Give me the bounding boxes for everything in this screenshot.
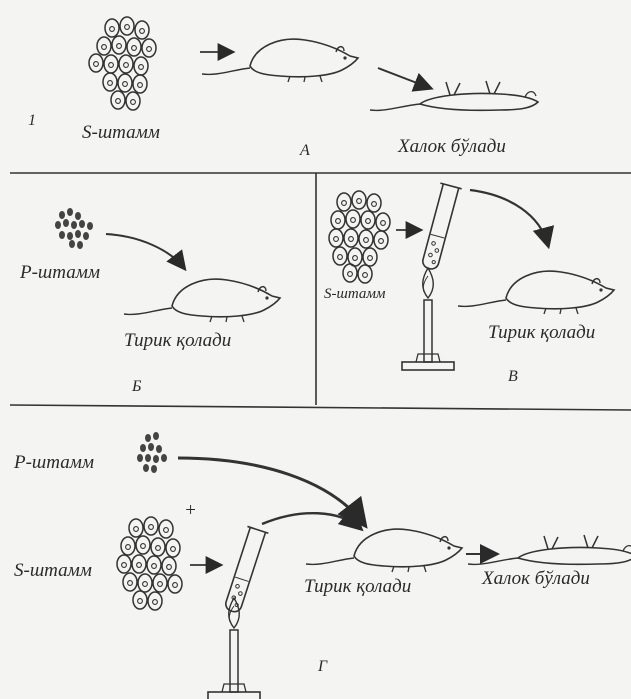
panel-d-letter: Г <box>318 658 327 676</box>
panel-c-s-strain-cells <box>329 191 390 283</box>
panel-c-result-label: Тирик қолади <box>488 322 595 344</box>
panel-d-tube-icon <box>221 526 268 614</box>
panel-a-result-label: Халок бўлади <box>398 136 506 158</box>
panel-d-r-strain-cells <box>137 432 167 473</box>
panel-c-tube-icon <box>418 183 461 271</box>
arrow-d-tube <box>262 513 360 528</box>
panel-a-dead-mouse-icon <box>370 81 538 110</box>
panel-b-result-label: Тирик қолади <box>124 330 231 352</box>
divider-bottom <box>10 405 631 410</box>
panel-d-s-strain-cells <box>117 517 182 610</box>
panel-a-numeral: 1 <box>28 112 36 130</box>
panel-c-mouse-icon <box>458 271 614 314</box>
panel-d-s-strain-label: S-штамм <box>14 560 92 582</box>
panel-a-strain-label: S-штамм <box>82 122 160 144</box>
arrow-a2 <box>378 68 430 88</box>
panel-c-strain-label: S-штамм <box>324 286 385 303</box>
arrow-d-r-strain <box>178 458 364 524</box>
panel-d-result-dead-label: Халок бўлади <box>482 568 590 590</box>
panel-a-letter: А <box>300 142 310 160</box>
panel-d-plus-sign: + <box>184 500 197 522</box>
panel-b-mouse-icon <box>124 279 280 322</box>
panel-d-mouse-icon <box>306 529 462 572</box>
panel-c-burner-icon <box>402 268 454 370</box>
panel-b-letter: Б <box>132 378 141 396</box>
panel-c-letter: В <box>508 368 518 386</box>
panel-d-dead-mouse-icon <box>468 535 631 564</box>
panel-d-burner-icon <box>208 598 260 699</box>
panel-d-r-strain-label: Р-штамм <box>14 452 94 474</box>
panel-d-result-alive-label: Тирик қолади <box>304 576 411 598</box>
panel-b-strain-label: Р-штамм <box>20 262 100 284</box>
arrow-c2 <box>470 190 548 245</box>
panel-b-r-strain-cells <box>55 208 93 249</box>
panel-a-mouse-icon <box>202 39 358 82</box>
panel-a-s-strain-cells <box>89 17 156 110</box>
arrow-b1 <box>106 234 184 268</box>
